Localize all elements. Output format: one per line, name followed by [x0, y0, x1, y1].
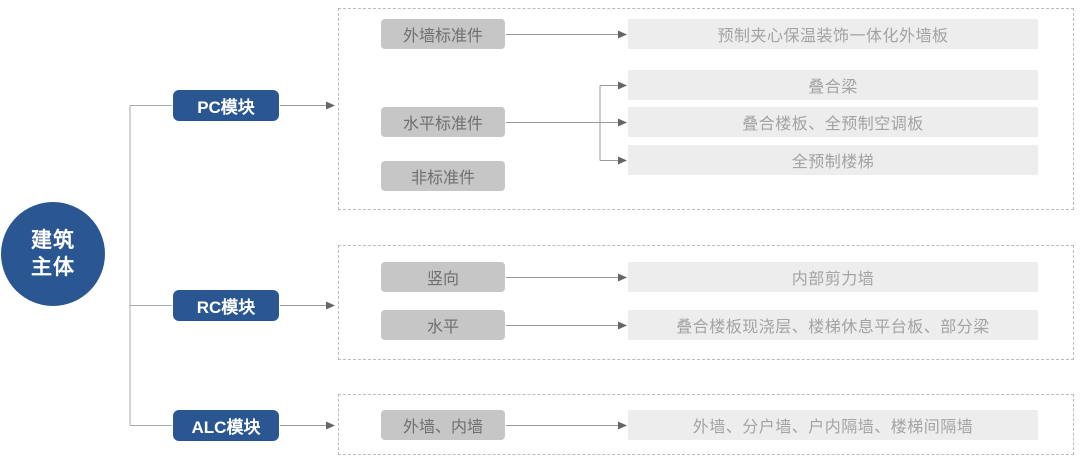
target-precast-stairs: 全预制楼梯	[628, 145, 1038, 175]
group-label-text: 水平	[426, 319, 459, 336]
group-label-horizontal-standard: 水平标准件	[381, 107, 505, 137]
group-label-vertical: 竖向	[381, 262, 505, 292]
group-label-text: 外墙、内墙	[402, 419, 483, 436]
module-label: RC模块	[196, 298, 256, 317]
target-text: 外墙、分户墙、户内隔墙、楼梯间隔墙	[692, 419, 974, 436]
rc-module-container	[338, 245, 1074, 360]
group-label-text: 竖向	[426, 271, 459, 288]
target-text: 叠合梁	[808, 79, 858, 96]
module-label: PC模块	[197, 98, 255, 117]
target-text: 叠合楼板现浇层、楼梯休息平台板、部分梁	[676, 319, 990, 336]
target-partition-walls: 外墙、分户墙、户内隔墙、楼梯间隔墙	[628, 410, 1038, 440]
root-label-line2: 主体	[31, 256, 75, 279]
target-cast-in-place-layer: 叠合楼板现浇层、楼梯休息平台板、部分梁	[628, 310, 1038, 340]
group-label-text: 非标准件	[410, 170, 475, 187]
group-label-exterior-interior-wall: 外墙、内墙	[381, 410, 505, 440]
target-text: 内部剪力墙	[791, 271, 875, 288]
target-text: 叠合楼板、全预制空调板	[742, 116, 924, 133]
group-label-horizontal: 水平	[381, 310, 505, 340]
target-text: 预制夹心保温装饰一体化外墙板	[717, 28, 949, 45]
module-label: ALC模块	[191, 418, 261, 437]
target-internal-shear-wall: 内部剪力墙	[628, 262, 1038, 292]
group-label-text: 水平标准件	[402, 116, 483, 133]
module-node-alc: ALC模块	[173, 410, 279, 441]
module-node-rc: RC模块	[173, 290, 279, 321]
group-label-text: 外墙标准件	[402, 28, 483, 45]
target-composite-beam: 叠合梁	[628, 70, 1038, 100]
target-precast-sandwich-wall-panel: 预制夹心保温装饰一体化外墙板	[628, 19, 1038, 49]
group-label-nonstandard: 非标准件	[381, 161, 505, 191]
root-node-building-body: 建筑 主体	[1, 202, 105, 306]
target-text: 全预制楼梯	[791, 154, 875, 171]
root-label-line1: 建筑	[31, 228, 75, 252]
target-composite-floor-ac-panel: 叠合楼板、全预制空调板	[628, 107, 1038, 137]
module-node-pc: PC模块	[173, 90, 279, 121]
alc-module-container	[338, 394, 1074, 455]
pc-module-container	[338, 8, 1074, 210]
group-label-exterior-wall-standard: 外墙标准件	[381, 19, 505, 49]
